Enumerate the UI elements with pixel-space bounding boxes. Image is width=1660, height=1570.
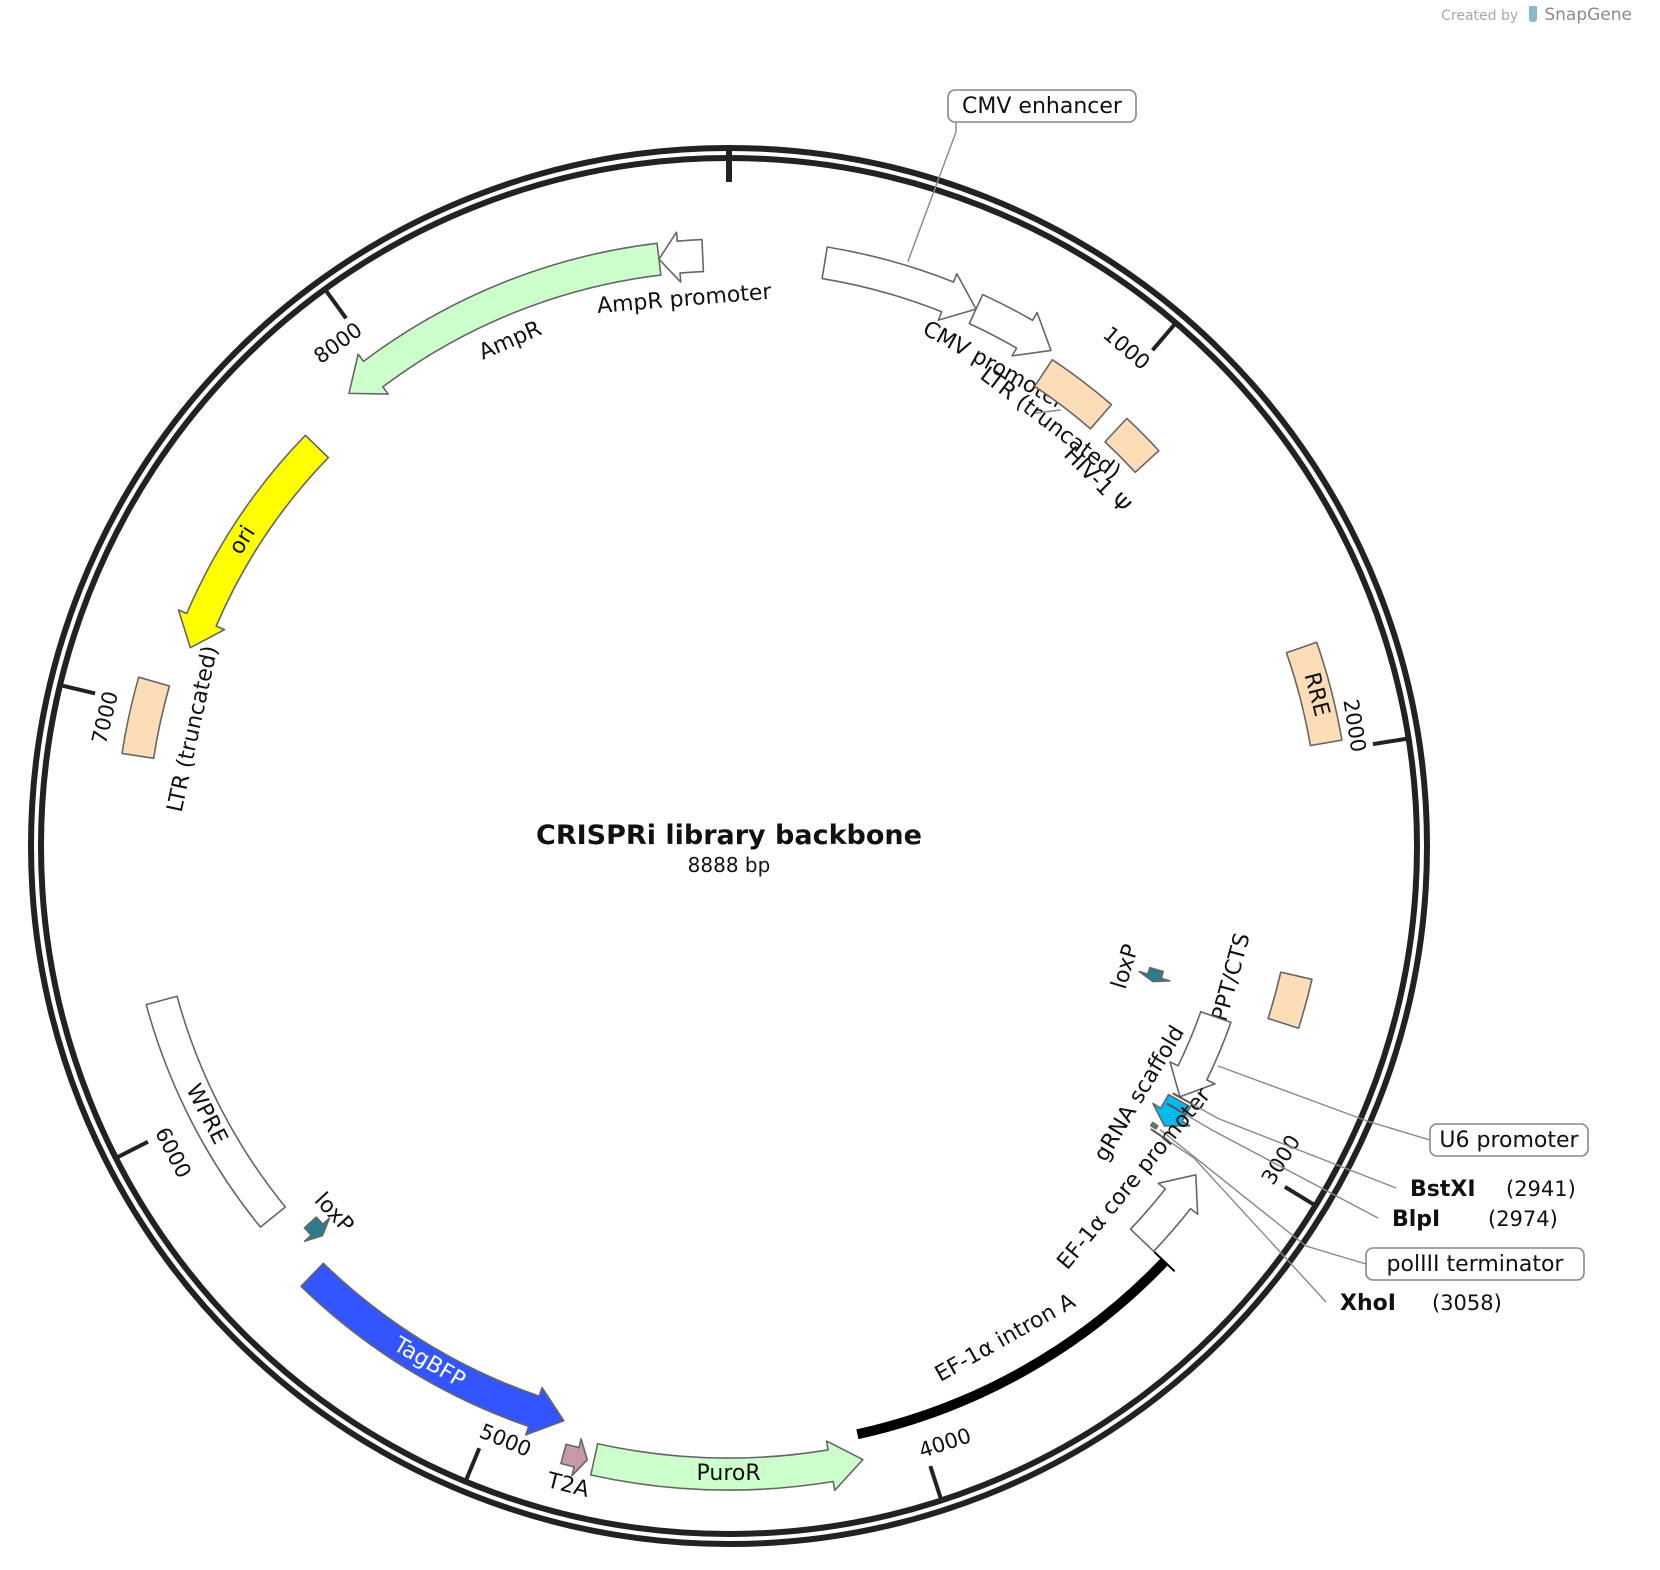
feature-loxp-8[interactable]: loxP	[1107, 942, 1171, 993]
brand-label: SnapGene	[1544, 5, 1632, 25]
feature-shape	[1129, 1174, 1199, 1253]
feature-label: LTR (truncated)	[163, 644, 224, 815]
feature-puror[interactable]: PuroR	[589, 1440, 864, 1492]
tick-label-4000: 4000	[916, 1423, 974, 1462]
callout-line	[1159, 1129, 1367, 1265]
feature-shape	[303, 1216, 331, 1243]
callout-line	[907, 122, 957, 262]
feature-shape	[589, 1440, 864, 1492]
feature-poliii-terminator[interactable]: polIII terminator	[1149, 1121, 1585, 1281]
feature-loxp-15[interactable]: loxP	[303, 1188, 358, 1243]
feature-shape	[121, 676, 171, 760]
map-title: CRISPRi library backbone	[536, 820, 922, 851]
feature-shape	[1138, 966, 1171, 983]
feature-shape	[177, 434, 330, 649]
feature-ltr-truncated[interactable]: LTR (truncated)	[975, 358, 1125, 485]
feature-ampr[interactable]: AmpR	[348, 242, 662, 395]
feature-label: polIII terminator	[1387, 1252, 1565, 1277]
feature-label: CMV enhancer	[962, 94, 1123, 119]
feature-ltr-truncated[interactable]: LTR (truncated)	[121, 644, 224, 815]
callout-box	[1365, 1247, 1585, 1281]
callout-line	[1034, 409, 1061, 414]
feature-label: EF-1α intron A	[931, 1289, 1080, 1387]
tick-mark-2000	[1372, 736, 1407, 747]
tick-mark-8000	[324, 289, 348, 320]
feature-shape	[560, 1438, 589, 1477]
tick-label-1000: 1000	[1098, 322, 1154, 375]
tick-label-7000: 7000	[87, 689, 123, 747]
site-bstxi[interactable]: BstXI (2941)	[1172, 1092, 1576, 1202]
tick-label-2000: 2000	[1338, 697, 1370, 754]
feature-label: AmpR promoter	[596, 280, 773, 319]
feature-shape	[658, 231, 705, 283]
site-mark	[1172, 1092, 1193, 1105]
feature-label: U6 promoter	[1439, 1128, 1579, 1153]
feature-tagbfp[interactable]: TagBFP	[300, 1262, 565, 1436]
feature-ori[interactable]: ori	[177, 434, 330, 649]
feature-rre[interactable]: RRE	[1285, 641, 1343, 747]
site-position: (2941)	[1506, 1177, 1576, 1201]
feature-shape	[1149, 1121, 1159, 1130]
backbone-circle	[28, 145, 1430, 1547]
site-name: BlpI	[1392, 1207, 1440, 1232]
site-callout-line	[1168, 1140, 1327, 1303]
site-blpi[interactable]: BlpI (2974)	[1166, 1102, 1558, 1232]
tick-label-6000: 6000	[150, 1123, 196, 1182]
callout-line	[1217, 1065, 1431, 1141]
site-xhoi[interactable]: XhoI (3058)	[1150, 1128, 1502, 1316]
feature-u6-promoter[interactable]: U6 promoter	[1169, 1010, 1589, 1157]
feature-end-mark	[1153, 1251, 1176, 1273]
snapgene-logo-icon	[1529, 6, 1538, 22]
tick-mark-4000	[928, 1465, 943, 1500]
tick-mark-5000	[464, 1447, 482, 1481]
map-length: 8888 bp	[688, 853, 771, 877]
feature-shape	[1169, 1010, 1232, 1098]
created-by-label: Created by	[1441, 8, 1519, 24]
site-callout-line	[1185, 1114, 1379, 1219]
site-callout-line	[1191, 1103, 1397, 1189]
feature-wpre[interactable]: WPRE	[145, 995, 287, 1228]
tick-label-3000: 3000	[1257, 1131, 1305, 1189]
feature-shape	[1285, 641, 1343, 747]
site-name: XhoI	[1340, 1291, 1396, 1316]
feature-shape	[300, 1262, 565, 1436]
feature-shape	[1033, 358, 1113, 430]
tick-mark-3000	[1283, 1185, 1315, 1207]
callout-box	[1429, 1123, 1589, 1157]
feature-shape	[1152, 1093, 1192, 1127]
tick-mark-7000	[61, 683, 96, 696]
feature-shape	[1267, 971, 1313, 1030]
feature-shape	[968, 293, 1052, 357]
site-name: BstXI	[1410, 1177, 1476, 1202]
callout-box	[947, 89, 1137, 123]
credit-text: Created by SnapGene	[1441, 5, 1632, 25]
feature-shape	[348, 242, 662, 395]
feature-cmv-enhancer[interactable]: CMV enhancer	[821, 89, 1137, 321]
feature-label: T2A	[543, 1468, 591, 1503]
site-mark	[1166, 1102, 1187, 1116]
site-mark	[1150, 1128, 1170, 1143]
feature-t2a[interactable]: T2A	[543, 1438, 592, 1503]
tick-mark-1000	[1150, 323, 1177, 352]
feature-shape	[856, 1258, 1169, 1440]
feature-shape	[145, 995, 287, 1228]
feature-shape	[821, 246, 977, 321]
feature-label: PuroR	[697, 1461, 761, 1486]
restriction-sites: BstXI (2941) BlpI (2974) XhoI (3058)	[1150, 1092, 1576, 1316]
tick-mark-6000	[116, 1139, 149, 1159]
feature-shape	[1104, 417, 1160, 474]
feature-label: loxP	[1107, 942, 1144, 993]
site-position: (2974)	[1488, 1207, 1558, 1231]
site-position: (3058)	[1432, 1291, 1502, 1315]
